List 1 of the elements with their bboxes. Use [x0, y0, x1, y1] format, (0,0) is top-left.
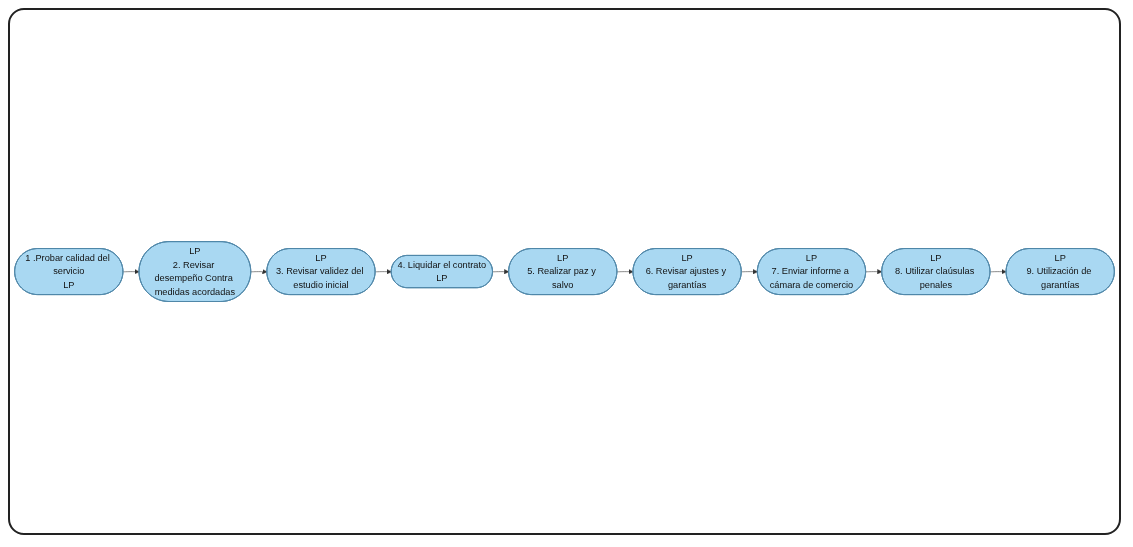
diagram-frame: 1 .Probar calidad del servicio LP LP 2. Revisar desempeño Contra medidas acordadas LP 3. Revisar validez del estudio inicial 4. Liquidar el contrato LP LP 5. Realizar paz y salvo LP 6. Revisar ajustes y garantías LP 7. Enviar informe a cámara de comercio LP 8. Utilizar claúsulas penales LP 9. Utilización de garantías — [8, 8, 1121, 535]
